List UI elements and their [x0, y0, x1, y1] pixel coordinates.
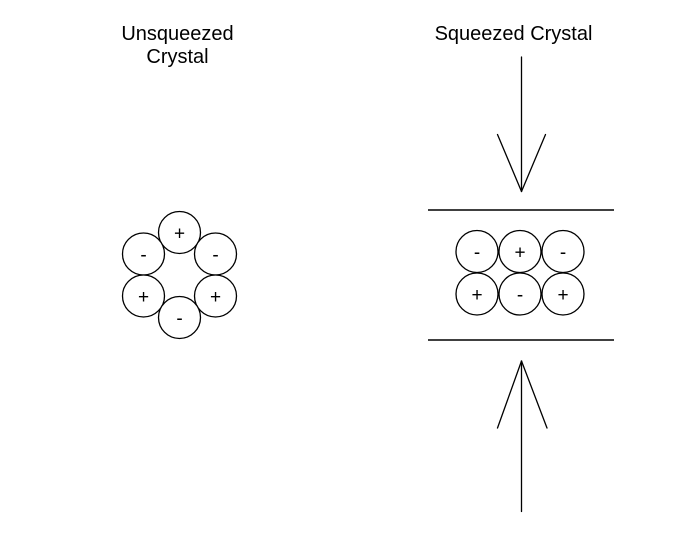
ion-circle: [193, 274, 238, 318]
ion-upper-right: -: [193, 232, 238, 276]
unsqueezed-crystal-group: Unsqueezed Crystal + - - + +: [121, 23, 238, 340]
ion-circle: [498, 272, 542, 316]
up-arrowhead-right: [520, 360, 548, 429]
down-arrowhead-left: [496, 133, 523, 193]
ion-sign: -: [176, 309, 182, 330]
upward-force-arrow-icon: [496, 360, 548, 513]
ion-top: +: [157, 210, 202, 255]
down-arrowhead-right: [520, 133, 547, 193]
ion-lower-right: +: [193, 274, 238, 318]
ion-sign: +: [174, 224, 185, 245]
ion-row1-middle: +: [498, 229, 542, 274]
ion-row1-right: -: [541, 229, 585, 274]
ion-sign: +: [557, 285, 568, 306]
ion-row2-middle: -: [498, 272, 542, 316]
unsqueezed-title-line1: Unsqueezed: [121, 23, 233, 45]
ion-circle: [157, 210, 202, 255]
downward-force-arrow-icon: [496, 56, 547, 193]
ion-sign: -: [212, 245, 218, 266]
squeezed-crystal-group: Squeezed Crystal - + -: [428, 23, 614, 513]
ion-sign: -: [517, 285, 523, 306]
unsqueezed-title-line2: Crystal: [146, 46, 208, 68]
ion-sign: -: [140, 245, 146, 266]
ion-row2-right: +: [541, 272, 585, 316]
ion-row2-left: +: [455, 272, 499, 316]
ion-upper-left: -: [121, 232, 166, 276]
ion-row1-left: -: [455, 229, 499, 274]
ion-circle: [157, 295, 202, 340]
ion-sign: -: [560, 243, 566, 264]
ion-sign: -: [474, 243, 480, 264]
squeezed-title: Squeezed Crystal: [435, 23, 593, 45]
ion-sign: +: [210, 287, 221, 308]
ion-sign: +: [138, 287, 149, 308]
ion-sign: +: [471, 285, 482, 306]
ion-bottom: -: [157, 295, 202, 340]
ion-circle: [541, 272, 585, 316]
ion-lower-left: +: [121, 274, 166, 318]
up-arrowhead-left: [496, 360, 523, 429]
ion-circle: [455, 272, 499, 316]
ion-sign: +: [514, 243, 525, 264]
ion-circle: [121, 274, 166, 318]
